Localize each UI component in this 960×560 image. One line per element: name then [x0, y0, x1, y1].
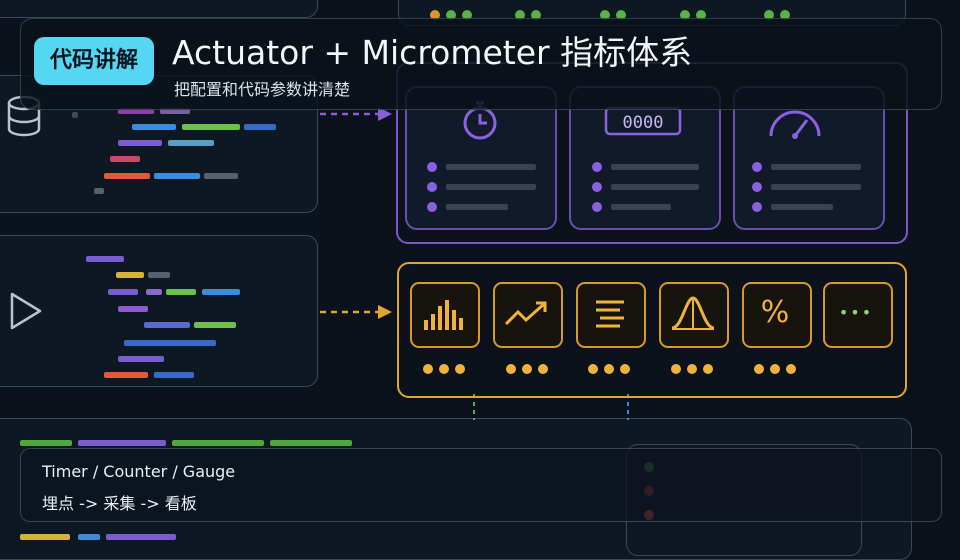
svg-text:0000: 0000: [623, 113, 664, 133]
code-panel-middle: [0, 235, 318, 387]
meter-tile: [823, 282, 893, 348]
distribution-icon: [671, 296, 715, 330]
meter-tile: [493, 282, 563, 348]
arrow-to-metrics-icon: [320, 107, 392, 121]
meter-tile: [742, 282, 812, 348]
caption-line-2: 埋点 -> 采集 -> 看板: [42, 494, 197, 513]
gauge-icon: [769, 110, 821, 139]
category-badge: 代码讲解: [34, 37, 154, 85]
page-title: Actuator + Micrometer 指标体系: [172, 33, 693, 72]
counter-icon: 0000: [604, 106, 682, 136]
play-icon: [10, 292, 42, 330]
percent-icon: %: [760, 295, 790, 330]
stacked-lines-icon: [596, 300, 624, 328]
meters-group-box: [397, 262, 907, 398]
more-icon: •••: [838, 303, 874, 322]
page-subtitle: 把配置和代码参数讲清楚: [174, 80, 351, 99]
header-bar: [20, 18, 942, 110]
caption-line-1: Timer / Counter / Gauge: [42, 462, 236, 481]
caption-box: [20, 448, 942, 522]
arrow-to-meters-icon: [320, 305, 392, 319]
code-panel-upper-strip: [0, 0, 318, 18]
bar-chart-icon: [424, 300, 463, 330]
trend-line-icon: [504, 301, 547, 326]
meter-tile: [576, 282, 646, 348]
